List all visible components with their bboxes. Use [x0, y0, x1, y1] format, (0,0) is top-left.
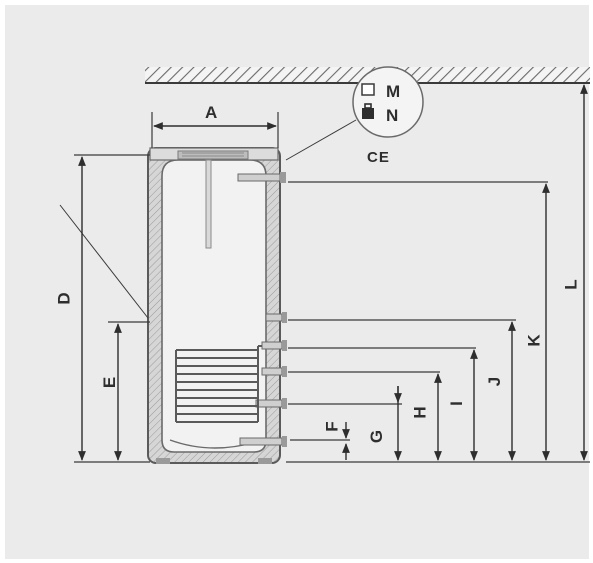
rating-plate	[352, 66, 424, 138]
empty-square-icon	[361, 83, 375, 96]
dimension-lines	[78, 84, 588, 461]
heating-coil	[175, 345, 262, 423]
dimension-label-f: F	[322, 421, 342, 432]
drawing-background	[5, 5, 589, 559]
dimension-label-e: E	[100, 376, 120, 389]
rating-plate-label-m: M	[386, 82, 401, 101]
dimension-label-h: H	[410, 406, 430, 419]
ce-mark: CE	[367, 149, 390, 166]
dimension-label-d: D	[54, 292, 74, 305]
dimension-label-g: G	[367, 429, 387, 444]
filled-case-icon	[362, 103, 374, 119]
dimension-label-a: A	[205, 103, 218, 122]
storage-tank	[147, 147, 287, 464]
dimension-label-i: I	[446, 401, 466, 406]
extension-lines	[74, 112, 590, 463]
dimension-label-l: L	[561, 279, 581, 290]
dimension-label-k: K	[524, 334, 544, 347]
dimension-label-j: J	[485, 376, 505, 387]
rating-plate-label-n: N	[386, 106, 399, 125]
